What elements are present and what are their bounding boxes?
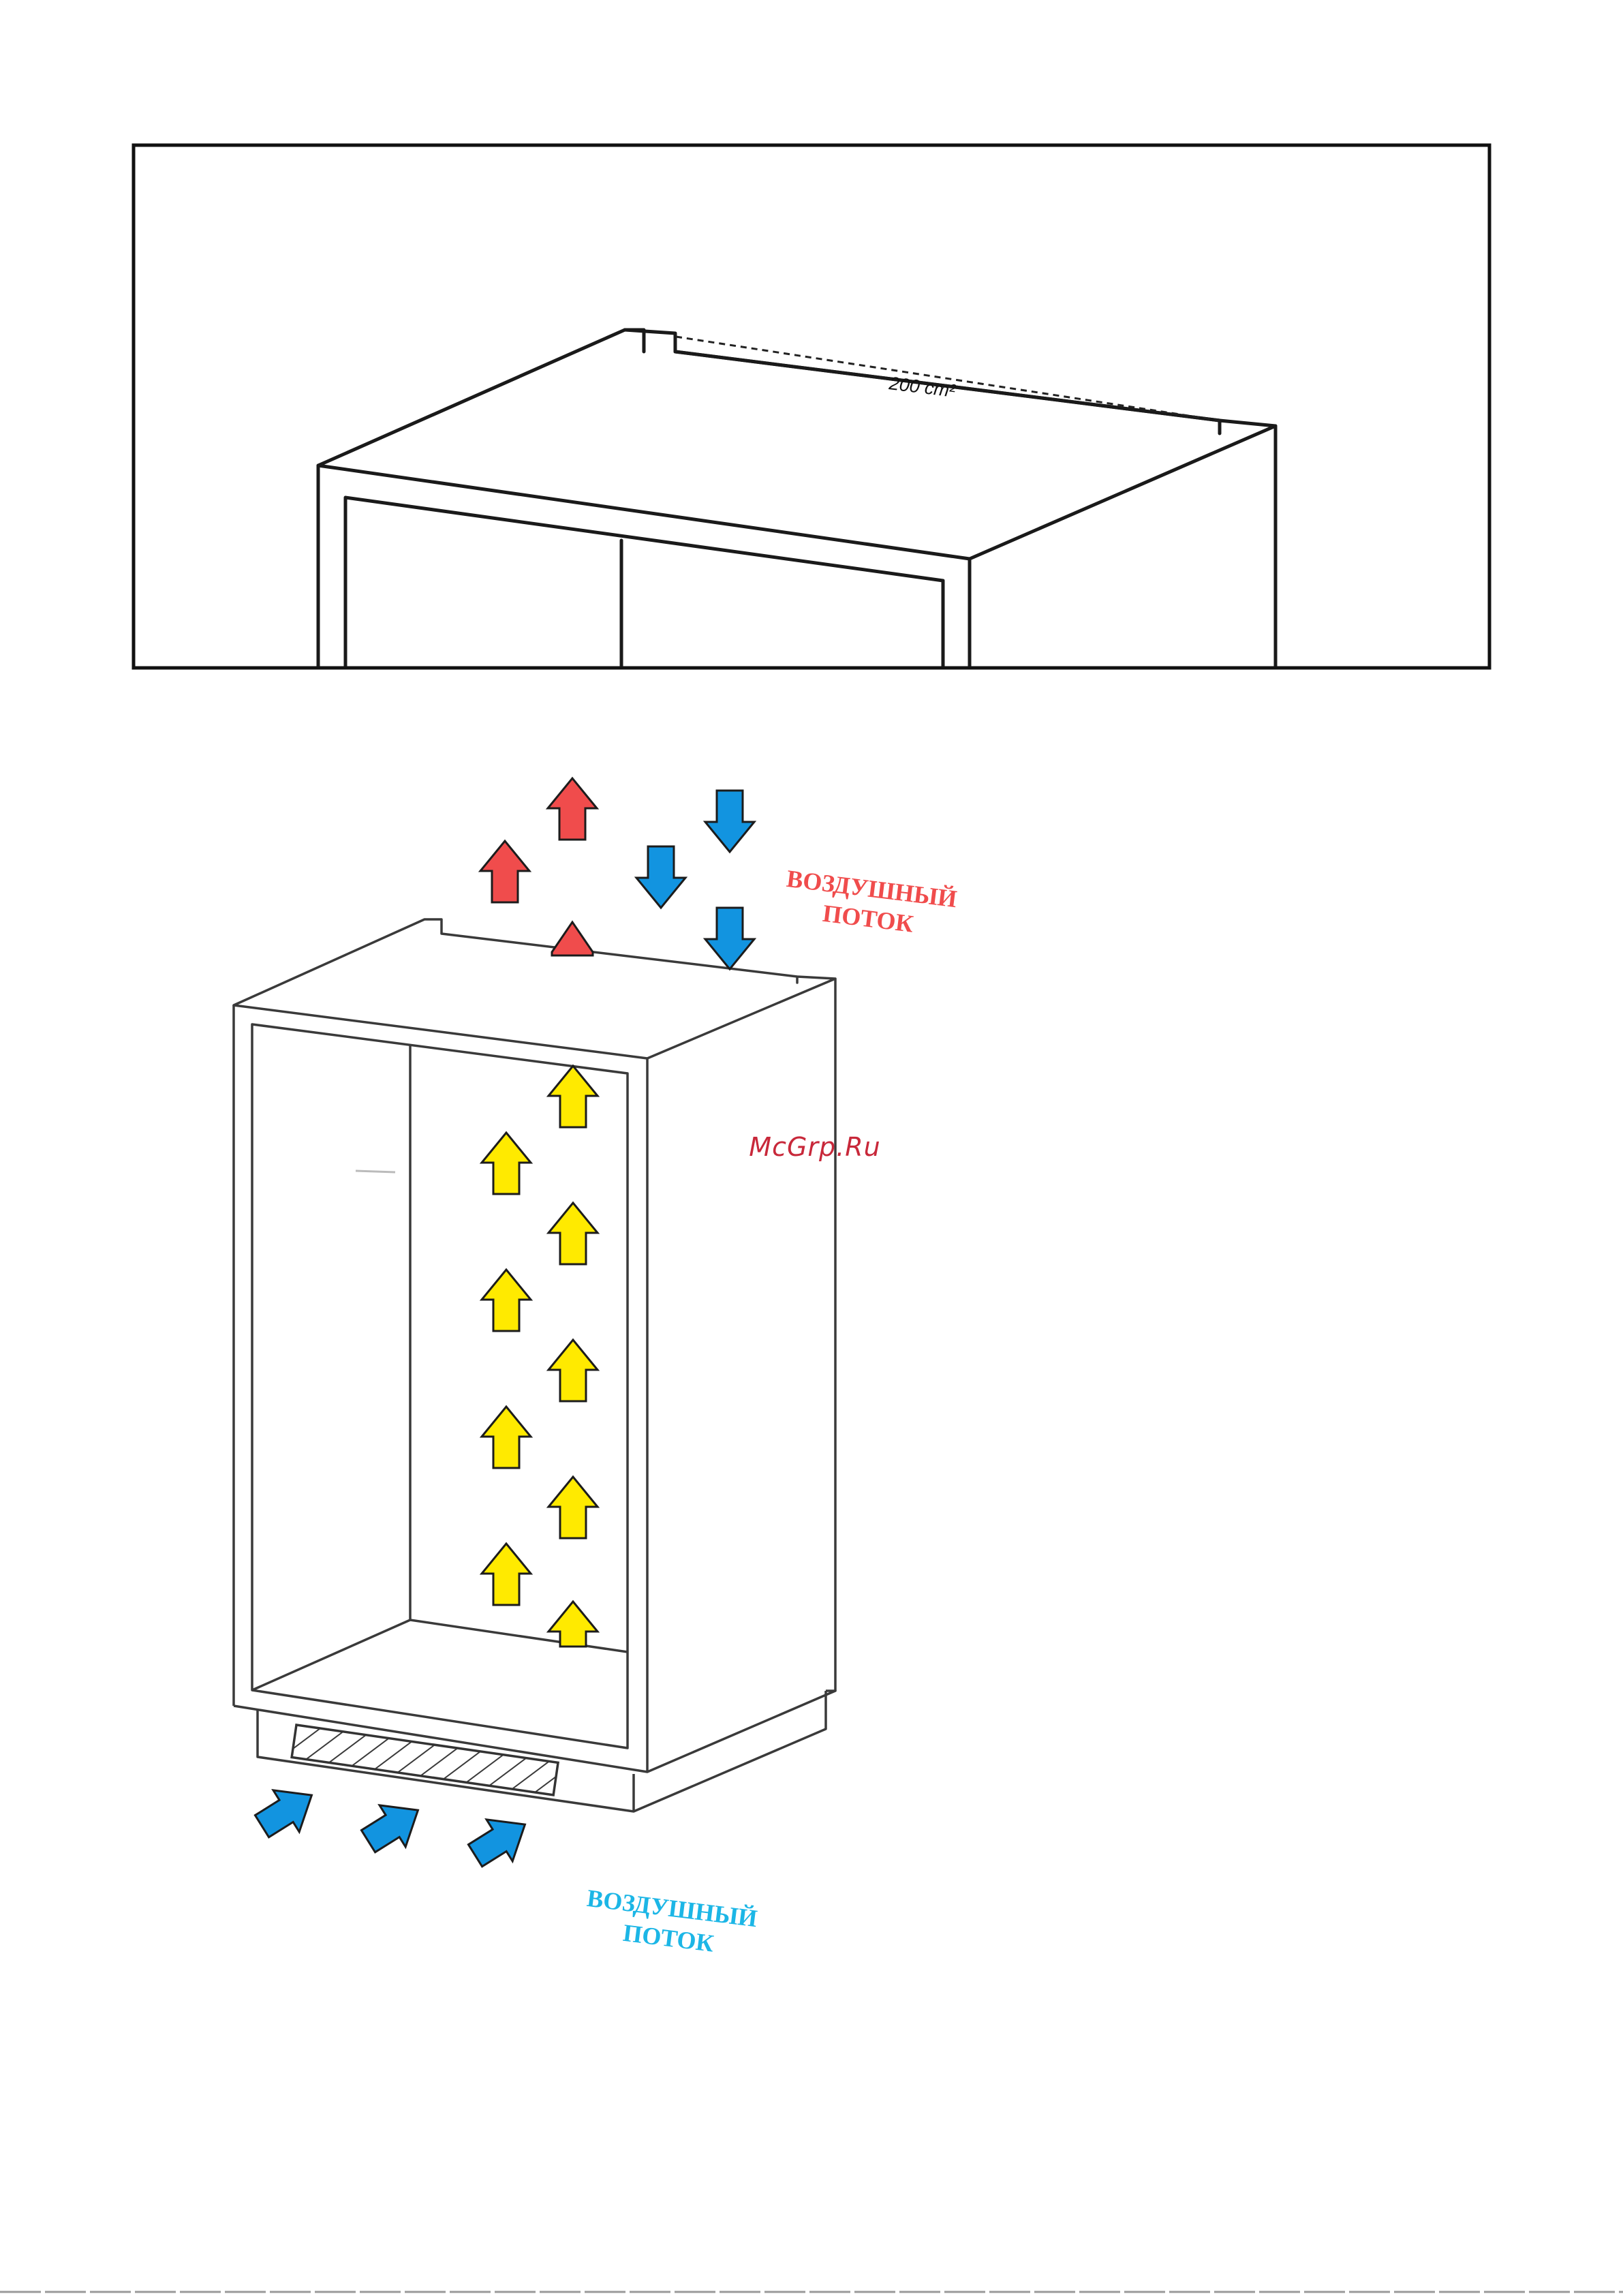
internal-airflow-arrow <box>482 1133 531 1194</box>
cool-air-arrows-top <box>636 791 754 969</box>
internal-flow-arrows <box>482 1066 598 1647</box>
internal-airflow-arrow <box>548 1066 598 1127</box>
internal-airflow-arrow <box>548 1340 598 1401</box>
cool-air-arrows-bottom <box>249 1775 538 1877</box>
cool-air-arrow <box>636 846 685 908</box>
top-diagram: 200 cm² <box>134 145 1489 675</box>
bottom-diagram: ВОЗДУШНЫЙ ПОТОК ВОЗДУШНЫЙ ПОТОК <box>234 778 959 1962</box>
internal-airflow-arrow <box>548 1602 598 1647</box>
hot-air-arrow <box>548 778 597 840</box>
internal-airflow-arrow <box>482 1270 531 1331</box>
cool-air-intake-arrow <box>355 1790 431 1863</box>
top-diagram-frame <box>134 145 1489 668</box>
hot-air-arrow <box>480 841 529 902</box>
internal-airflow-arrow <box>482 1544 531 1605</box>
cool-air-intake-arrow <box>462 1804 538 1877</box>
airflow-label-bottom: ВОЗДУШНЫЙ ПОТОК <box>582 1884 759 1962</box>
cabinet-body <box>234 919 835 1811</box>
cool-air-arrow <box>705 908 754 969</box>
cool-air-intake-arrow <box>249 1775 324 1848</box>
internal-airflow-arrow <box>548 1477 598 1538</box>
hot-air-arrow <box>552 922 593 955</box>
internal-airflow-arrow <box>548 1203 598 1264</box>
airflow-label-top: ВОЗДУШНЫЙ ПОТОК <box>782 865 959 943</box>
watermark: McGrp.Ru <box>749 1132 880 1162</box>
cool-air-arrow <box>705 791 754 852</box>
internal-airflow-arrow <box>482 1407 531 1468</box>
exhaust-arrows <box>480 778 597 955</box>
